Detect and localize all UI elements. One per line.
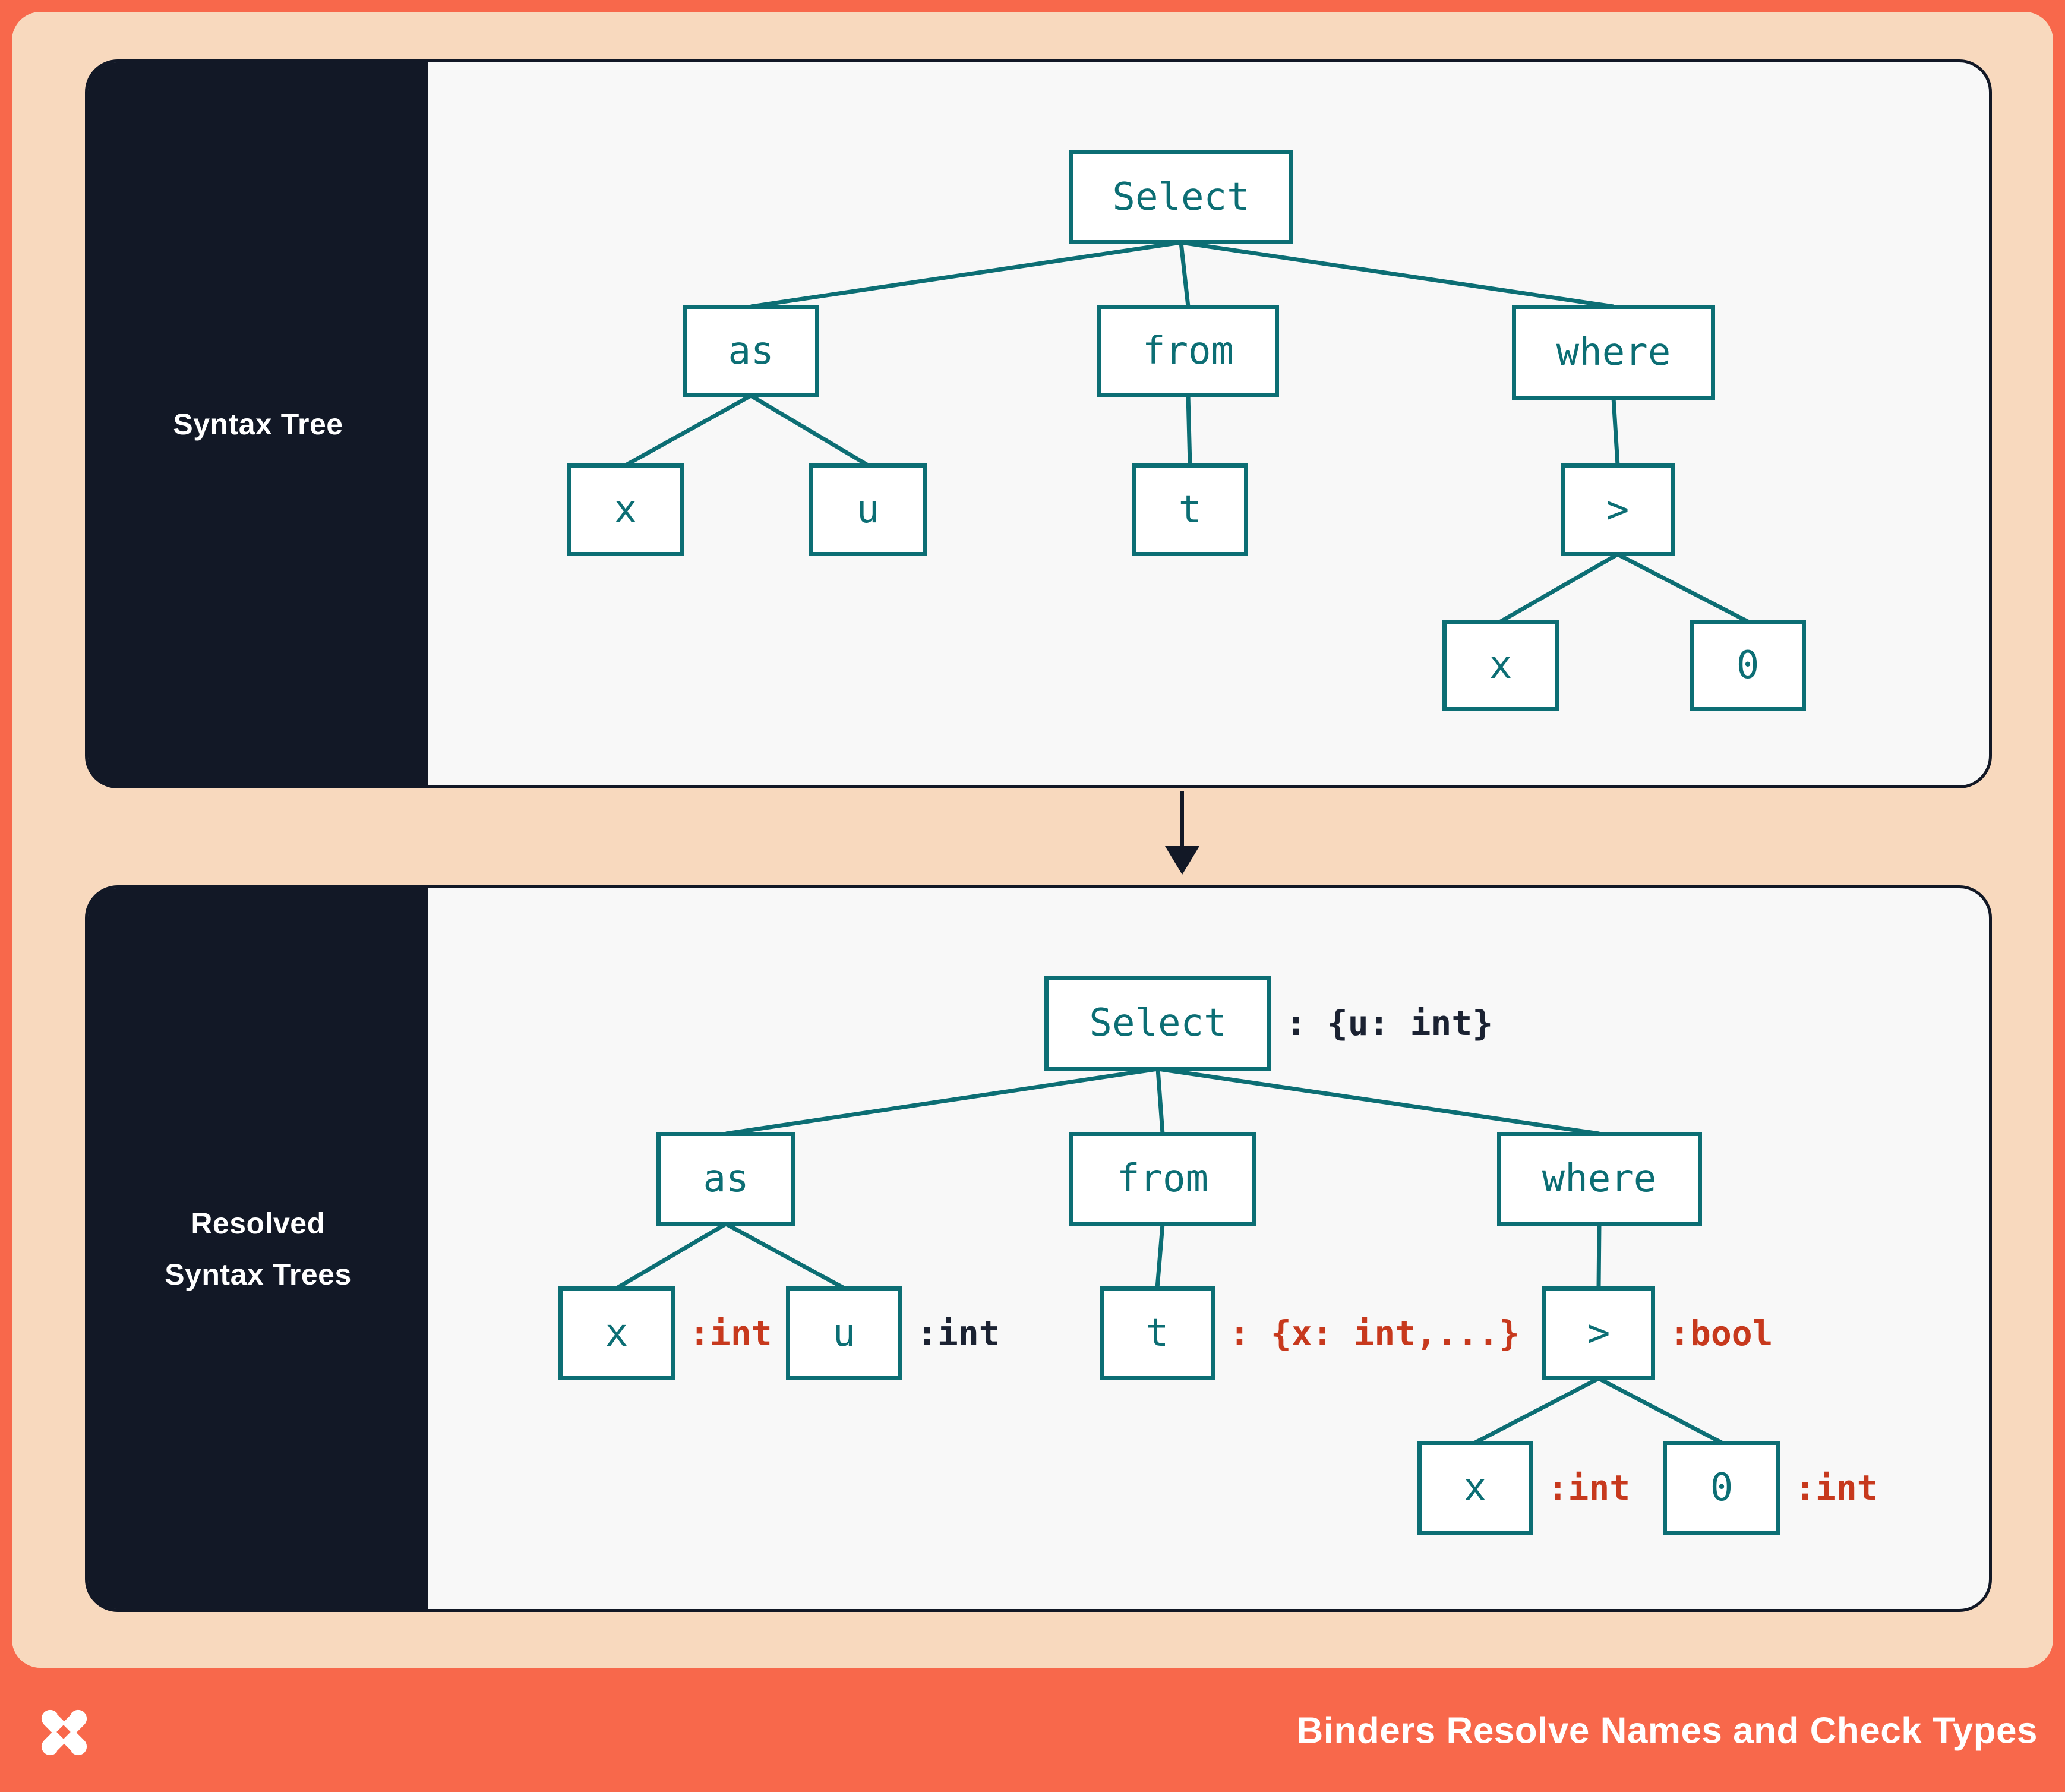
tree-node-resolved-syntax-trees-where: where — [1496, 1132, 1702, 1226]
tree-node-label: 0 — [1736, 643, 1760, 687]
tree-node-label: from — [1142, 329, 1234, 373]
tree-node-syntax-tree-select: Select — [1069, 150, 1293, 244]
binder-arrow-line — [1180, 791, 1184, 848]
tree-node-resolved-syntax-trees-from: from — [1069, 1132, 1256, 1226]
panel-title: Syntax Tree — [173, 407, 343, 441]
tree-node-label: t — [1145, 1311, 1169, 1355]
panel-title-line-2: Syntax Trees — [165, 1257, 352, 1291]
type-annotation-select: : {u: int} — [1286, 1003, 1494, 1043]
type-annotation-x1: :int — [689, 1313, 772, 1354]
tree-node-resolved-syntax-trees-x1: x — [558, 1286, 675, 1380]
tree-node-label: 0 — [1710, 1466, 1734, 1510]
tree-node-resolved-syntax-trees-as: as — [656, 1132, 795, 1226]
tree-node-syntax-tree-t: t — [1132, 463, 1248, 556]
tree-node-label: as — [703, 1157, 749, 1201]
panel-title-line-1: Resolved — [191, 1206, 326, 1240]
tree-node-syntax-tree-gt: > — [1561, 463, 1675, 556]
tree-node-label: x — [1463, 1466, 1487, 1510]
tree-node-resolved-syntax-trees-zero: 0 — [1663, 1441, 1780, 1535]
tree-node-resolved-syntax-trees-u: u — [786, 1286, 902, 1380]
tree-node-resolved-syntax-trees-x2: x — [1417, 1441, 1533, 1535]
tree-node-label: x — [614, 488, 637, 532]
tree-node-label: > — [1587, 1311, 1611, 1355]
tree-node-label: x — [1489, 643, 1513, 687]
tree-node-label: from — [1116, 1157, 1209, 1201]
type-annotation-zero: :int — [1795, 1468, 1878, 1508]
tree-node-resolved-syntax-trees-select: Select — [1044, 976, 1271, 1071]
tree-node-label: as — [728, 329, 774, 373]
type-annotation-gt: :bool — [1669, 1313, 1773, 1354]
pinwheel-x-logo-icon — [41, 1706, 87, 1759]
tree-node-label: t — [1178, 488, 1202, 532]
tree-node-resolved-syntax-trees-gt: > — [1542, 1286, 1655, 1380]
tree-node-syntax-tree-x1: x — [567, 463, 684, 556]
tree-node-label: Select — [1089, 1001, 1227, 1045]
type-annotation-u: :int — [917, 1313, 1000, 1354]
tree-node-syntax-tree-as: as — [683, 305, 819, 397]
tree-node-label: u — [832, 1311, 856, 1355]
tree-node-syntax-tree-from: from — [1097, 305, 1279, 397]
tree-node-label: u — [856, 488, 880, 532]
type-annotation-x2: :int — [1547, 1468, 1631, 1508]
tree-node-label: x — [605, 1311, 629, 1355]
footer-bar: Binders Resolve Names and Check Types — [0, 1668, 2065, 1792]
panel-syntax-tree-sidebar: Syntax Tree — [88, 62, 428, 785]
tree-node-label: where — [1556, 330, 1671, 374]
tree-node-syntax-tree-u: u — [809, 463, 927, 556]
binder-arrowhead-icon — [1165, 846, 1199, 875]
panel-resolved-syntax-trees-sidebar: Resolved Syntax Trees — [88, 888, 428, 1609]
type-annotation-t: : {x: int,...} — [1229, 1313, 1520, 1354]
tree-node-label: where — [1542, 1157, 1657, 1201]
tree-node-resolved-syntax-trees-t: t — [1100, 1286, 1215, 1380]
tree-node-label: Select — [1112, 175, 1250, 219]
tree-node-syntax-tree-x2: x — [1442, 620, 1559, 711]
tree-node-syntax-tree-where: where — [1512, 305, 1715, 400]
tree-node-syntax-tree-zero: 0 — [1690, 620, 1806, 711]
panel-syntax-tree: Syntax Tree — [85, 59, 1992, 788]
footer-title: Binders Resolve Names and Check Types — [1296, 1710, 2038, 1752]
tree-node-label: > — [1606, 488, 1630, 532]
